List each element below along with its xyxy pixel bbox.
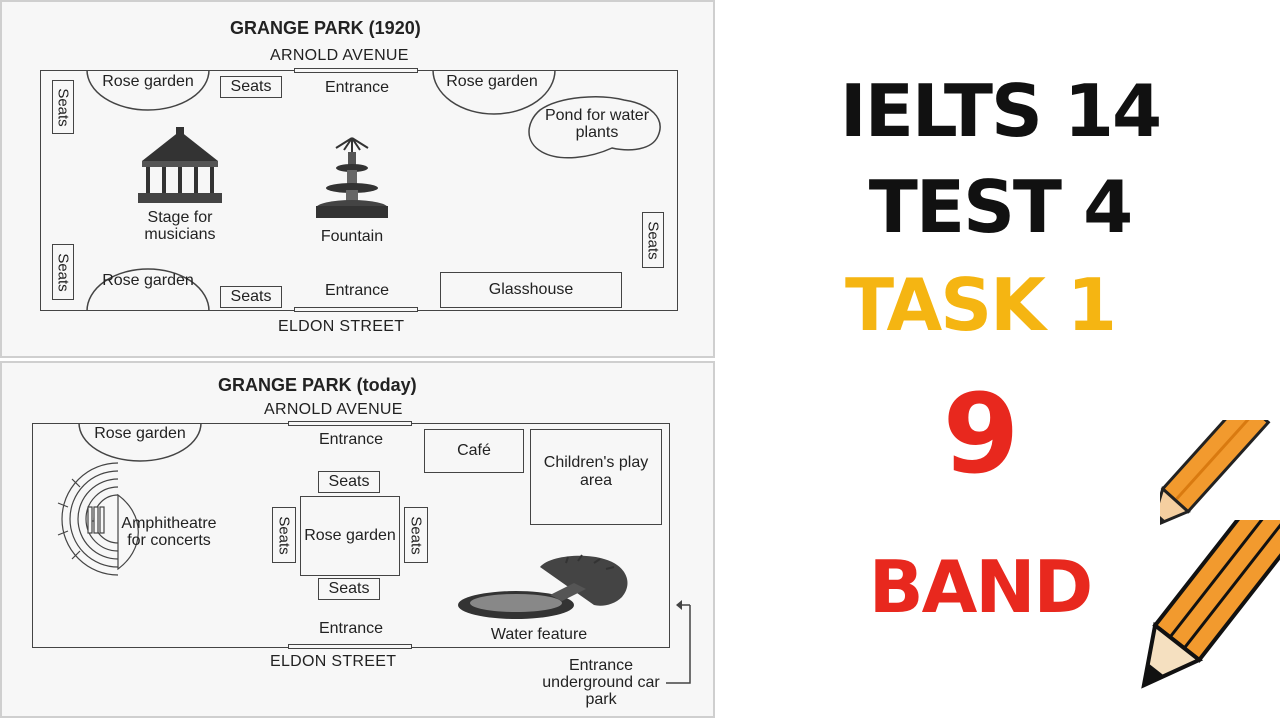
map-1920-top-entrance-label: Entrance	[324, 79, 390, 96]
map-1920-fountain-icon	[316, 137, 388, 218]
headline-task-1: TASK 1	[844, 263, 1117, 347]
headline-number-9: 9	[942, 370, 1020, 498]
map-1920-eldon-street: ELDON STREET	[278, 318, 405, 335]
map-1920-rose-garden-bottom-left-label: Rose garden	[102, 272, 194, 289]
map-today-seats-top: Seats	[318, 471, 380, 493]
map-1920-bottom-entrance-gap	[294, 307, 418, 312]
map-today-seats-right-label: Seats	[407, 515, 425, 555]
map-1920-panel: GRANGE PARK (1920) ARNOLD AVENUE Rose ga…	[0, 0, 715, 358]
map-1920-top-entrance-gap	[294, 68, 418, 73]
pencil-large-icon	[1141, 520, 1280, 689]
map-1920-seats-right-label: Seats	[644, 220, 662, 260]
map-1920-stage-icon	[138, 127, 222, 203]
map-1920-arnold-avenue: ARNOLD AVENUE	[270, 47, 409, 64]
map-today-bottom-entrance-label: Entrance	[318, 620, 384, 637]
map-today-rose-garden-center: Rose garden	[300, 496, 400, 576]
map-today-rose-garden-top-shape	[78, 423, 202, 462]
map-1920-bottom-entrance-label: Entrance	[324, 282, 390, 299]
headline-ielts-14: IELTS 14	[839, 69, 1162, 153]
map-today-water-feature-icon	[458, 554, 628, 619]
map-today-rose-garden-top-label: Rose garden	[94, 425, 186, 442]
map-1920-fountain-label: Fountain	[320, 228, 384, 245]
map-today-seats-left: Seats	[272, 507, 296, 563]
map-1920-seats-left-top-label: Seats	[54, 87, 72, 127]
map-today-seats-left-label: Seats	[275, 515, 293, 555]
map-today-play-area: Children's play area	[530, 429, 662, 525]
headline-test-4: TEST 4	[868, 165, 1133, 249]
map-today-car-park-label: Entrance underground car park	[542, 657, 660, 708]
map-today-car-park-arrow	[666, 600, 691, 684]
map-today-seats-bottom: Seats	[318, 578, 380, 600]
map-1920-seats-left-bottom-label: Seats	[54, 252, 72, 292]
map-today-water-feature-label: Water feature	[490, 626, 588, 643]
map-1920-seats-bottom: Seats	[220, 286, 282, 308]
map-1920-rose-garden-bottom-left-shape	[86, 268, 210, 312]
map-today-top-entrance-gap	[288, 421, 412, 426]
map-1920-pond-label: Pond for water plants	[544, 107, 650, 141]
map-today-bottom-entrance-gap	[288, 644, 412, 649]
pencil-small-icon	[1160, 420, 1271, 530]
map-today-panel: GRANGE PARK (today) ARNOLD AVENUE Rose g…	[0, 361, 715, 718]
headline-band: BAND	[868, 545, 1094, 629]
map-1920-seats-right: Seats	[642, 212, 664, 268]
map-1920-rose-garden-top-left-shape	[86, 70, 210, 111]
map-1920-glasshouse: Glasshouse	[440, 272, 622, 308]
map-today-amphitheatre-icon	[57, 462, 139, 576]
map-today-cafe: Café	[424, 429, 524, 473]
map-1920-pond-shape	[528, 96, 661, 159]
map-today-title: GRANGE PARK (today)	[218, 375, 417, 395]
map-today-seats-right: Seats	[404, 507, 428, 563]
map-1920-seats-left-bottom: Seats	[52, 244, 74, 300]
map-1920-seats-top: Seats	[220, 76, 282, 98]
map-1920-rose-garden-top-right-label: Rose garden	[446, 73, 538, 90]
map-1920-stage-label: Stage for musicians	[144, 209, 216, 243]
map-today-arnold-avenue: ARNOLD AVENUE	[264, 401, 403, 418]
map-today-eldon-street: ELDON STREET	[270, 653, 397, 670]
map-1920-rose-garden-top-left-label: Rose garden	[102, 73, 194, 90]
map-1920-title: GRANGE PARK (1920)	[230, 18, 421, 38]
map-today-amphitheatre-label: Amphitheatre for concerts	[121, 515, 217, 549]
map-1920-seats-left-top: Seats	[52, 80, 74, 134]
map-1920-rose-garden-top-right-shape	[432, 70, 556, 115]
map-today-top-entrance-label: Entrance	[318, 431, 384, 448]
